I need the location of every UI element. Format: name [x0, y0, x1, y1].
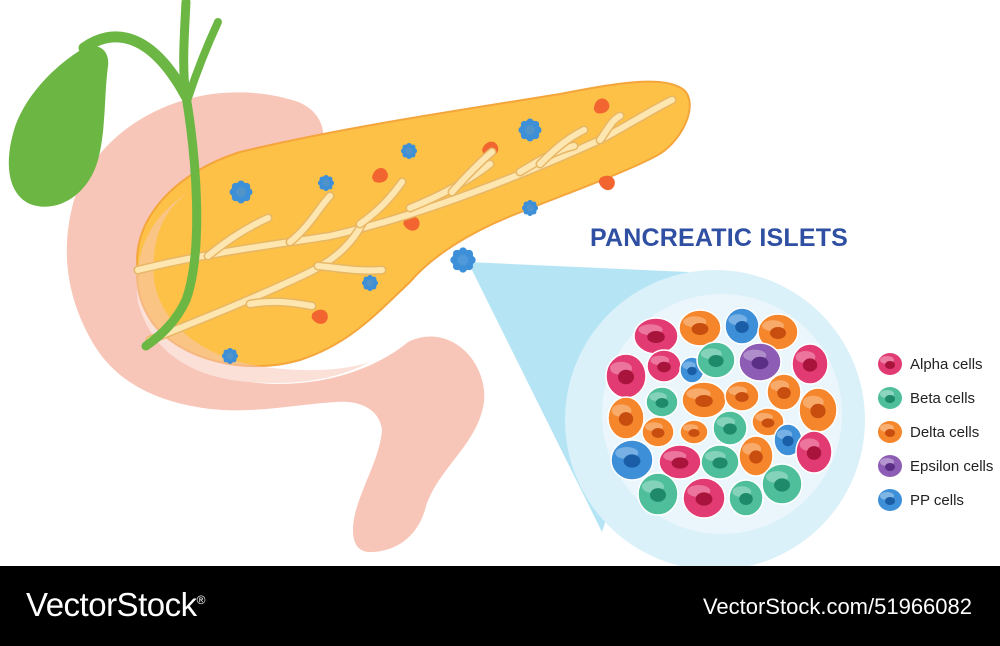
- islet-cell: [645, 386, 679, 418]
- vessel-drop: [372, 168, 388, 183]
- cell-swatch-icon: [878, 455, 902, 477]
- cell-swatch-icon: [878, 421, 902, 443]
- islet-cell: [637, 472, 679, 516]
- islet-dot: [229, 180, 253, 204]
- duct-branch-core: [287, 193, 333, 245]
- islet-cell: [712, 410, 748, 446]
- legend-label: Epsilon cells: [910, 457, 994, 475]
- islet-dot: [317, 174, 335, 192]
- duct-branch-core: [147, 221, 365, 343]
- islet-cell: [633, 317, 679, 355]
- islet-cell: [798, 387, 838, 433]
- diagram-title: PANCREATIC ISLETS: [590, 224, 849, 252]
- common-bile-duct: [141, 0, 202, 351]
- vessel-drop: [403, 216, 420, 231]
- cell-swatch-icon: [878, 353, 902, 375]
- islet-cell: [761, 463, 803, 505]
- footer-url: VectorStock.com/51966082: [702, 594, 972, 619]
- islet-cell: [738, 342, 782, 382]
- legend-label: PP cells: [910, 491, 964, 509]
- duct-branch-core: [597, 113, 623, 143]
- islet-cell: [682, 477, 726, 519]
- cell-swatch-icon: [878, 489, 902, 511]
- islet-cells: [605, 307, 838, 519]
- islet-cell: [607, 396, 645, 440]
- legend-label: Beta cells: [910, 389, 976, 407]
- legend-item: PP cells: [876, 486, 964, 514]
- islet-cell: [605, 353, 647, 399]
- islet-cell: [751, 407, 785, 437]
- legend-label: Delta cells: [910, 423, 980, 441]
- islet-cell: [679, 356, 705, 384]
- islet-dot: [361, 274, 379, 292]
- gallbladder: [8, 46, 109, 207]
- islet-cell: [646, 349, 682, 383]
- duct-branch-core: [315, 263, 385, 274]
- duct-branch-core: [537, 127, 587, 167]
- islet-cell: [728, 479, 764, 517]
- pancreas-illustration: [8, 0, 865, 570]
- cystic-duct: [78, 31, 192, 102]
- brand-name: VectorStock: [26, 586, 197, 623]
- islet-cell: [738, 435, 774, 477]
- islet-cell: [696, 341, 736, 379]
- legend-item: Beta cells: [876, 384, 975, 412]
- islet-dot: [400, 142, 418, 160]
- islet-cell: [795, 430, 833, 474]
- islet-dot: [518, 118, 542, 142]
- duct-branch-core: [357, 179, 405, 227]
- legend-item: Epsilon cells: [876, 452, 993, 480]
- islet-cell: [757, 313, 799, 351]
- cell-swatch-icon: [878, 387, 902, 409]
- islet-cell: [679, 419, 709, 445]
- islet-cell: [610, 439, 654, 481]
- islet-dot: [521, 199, 539, 217]
- islet-cell: [766, 373, 802, 411]
- legend-item: Alpha cells: [876, 350, 983, 378]
- islet-cell: [681, 381, 727, 419]
- vessel-drop: [598, 175, 615, 191]
- pancreatic-duct: [133, 95, 677, 345]
- islet-cell: [791, 343, 829, 385]
- islet-dots: [221, 118, 542, 365]
- duct-branch-core: [449, 149, 495, 195]
- islet-cell: [724, 380, 760, 412]
- islet-cell: [678, 309, 722, 347]
- duct-branch-core: [205, 215, 271, 259]
- duct-branch-core: [135, 97, 675, 273]
- islet-cell: [641, 416, 675, 448]
- islet-cell: [658, 444, 702, 480]
- duct-branch-core: [247, 298, 315, 309]
- hepatic-duct: [184, 18, 222, 102]
- brand-mark: ®: [196, 593, 206, 607]
- footer-bar: VectorStock® VectorStock.com/51966082: [0, 566, 1000, 646]
- vessel-drop: [593, 98, 610, 114]
- islet-cell: [700, 444, 740, 480]
- islet-cell: [724, 307, 760, 345]
- islet-dot: [221, 347, 239, 365]
- legend-label: Alpha cells: [910, 355, 983, 373]
- brand-logo: VectorStock®: [26, 586, 205, 624]
- islet-dot: [450, 247, 476, 273]
- vessel-drop: [311, 309, 328, 324]
- legend-item: Delta cells: [876, 418, 979, 446]
